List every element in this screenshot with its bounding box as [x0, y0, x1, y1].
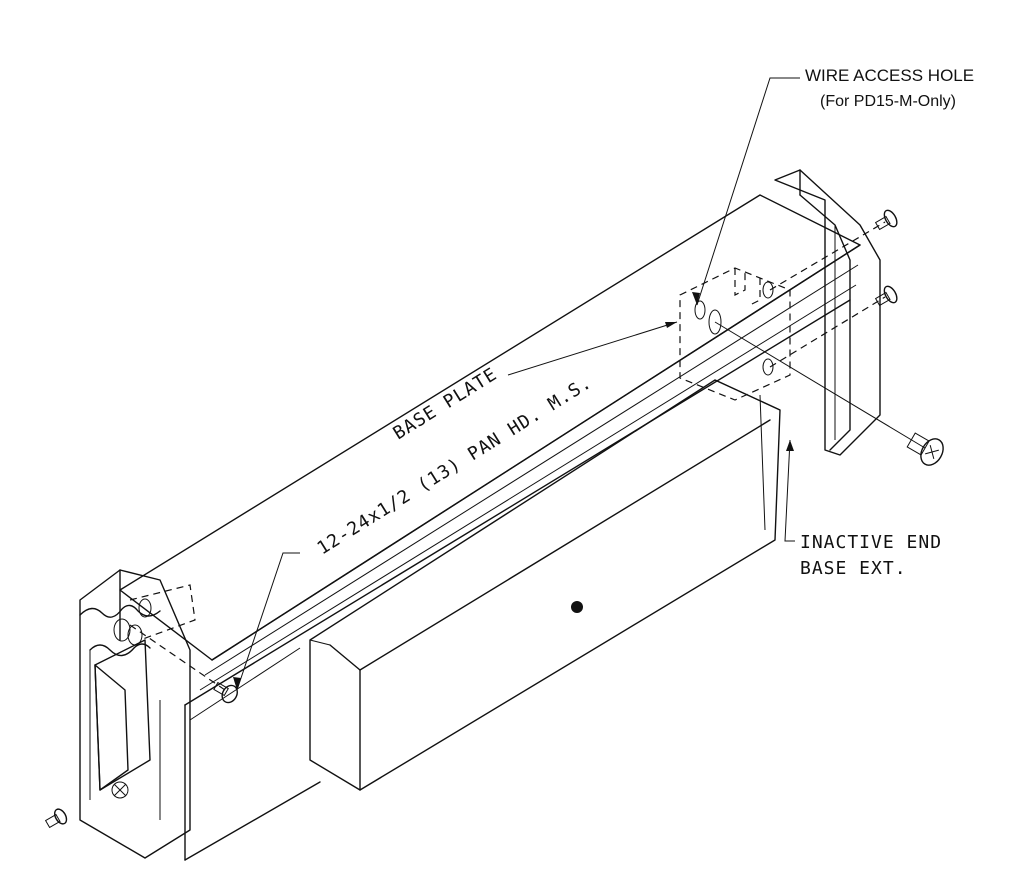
base-plate-housing [119, 194, 861, 861]
base-ext-label: BASE EXT. [800, 558, 907, 579]
shoulder-screw-icon [906, 432, 944, 466]
leader-lines [233, 77, 800, 691]
pan-head-screw-icon [44, 209, 898, 829]
base-plate-dashed [679, 267, 791, 401]
wire-access-hole-label: WIRE ACCESS HOLE [805, 66, 974, 85]
inactive-end-label: INACTIVE END [800, 532, 942, 553]
wire-access-hole-note: (For PD15-M-Only) [820, 93, 956, 110]
base-plate-label: BASE PLATE [390, 364, 502, 445]
active-bar-housing [309, 379, 781, 791]
right-end-cap [774, 169, 881, 456]
explode-lines [129, 221, 926, 691]
left-end-cap [79, 569, 196, 859]
